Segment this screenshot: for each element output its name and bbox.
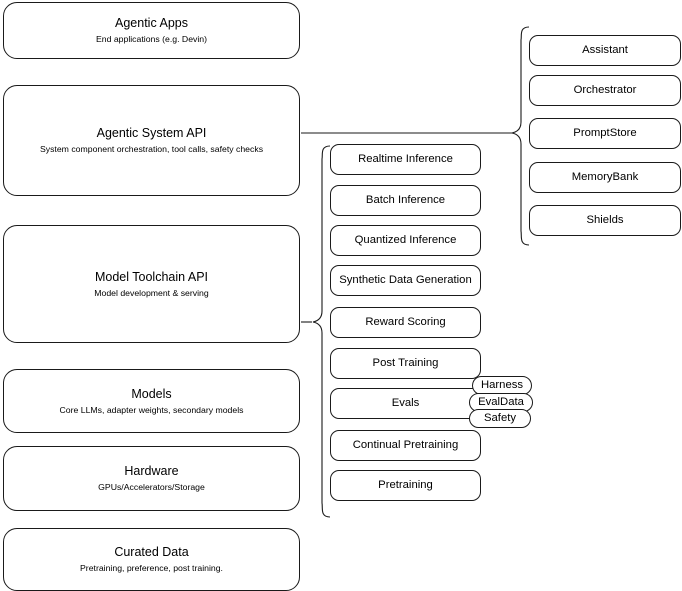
layer-subtitle: GPUs/Accelerators/Storage <box>98 482 205 492</box>
layer-box-model-toolchain-api[interactable]: Model Toolchain API Model development & … <box>3 225 300 343</box>
layer-subtitle: Model development & serving <box>94 287 209 298</box>
capability-box-continual-pretraining[interactable]: Continual Pretraining <box>330 430 481 461</box>
layer-box-agentic-apps[interactable]: Agentic Apps End applications (e.g. Devi… <box>3 2 300 59</box>
layer-title: Curated Data <box>114 545 189 559</box>
component-label: Assistant <box>582 44 628 56</box>
component-label: Orchestrator <box>573 84 637 96</box>
layer-box-models[interactable]: Models Core LLMs, adapter weights, secon… <box>3 369 300 433</box>
layer-title: Hardware <box>124 464 179 478</box>
evals-subcomponent-label: Harness <box>480 379 524 391</box>
component-box-shields[interactable]: Shields <box>529 205 681 236</box>
evals-subcomponent-safety[interactable]: Safety <box>469 409 531 428</box>
layer-box-agentic-system-api[interactable]: Agentic System API System component orch… <box>3 85 300 196</box>
layer-subtitle: Core LLMs, adapter weights, secondary mo… <box>59 404 244 415</box>
capability-box-post-training[interactable]: Post Training <box>330 348 481 379</box>
capability-box-quantized-inference[interactable]: Quantized Inference <box>330 225 481 256</box>
layer-box-curated-data[interactable]: Curated Data Pretraining, preference, po… <box>3 528 300 591</box>
layer-subtitle: Pretraining, preference, post training. <box>80 563 223 573</box>
component-label: Shields <box>586 214 624 226</box>
capability-box-evals[interactable]: Evals <box>330 388 481 419</box>
component-label: MemoryBank <box>571 171 639 183</box>
capability-label: Quantized Inference <box>354 234 457 246</box>
capability-label: Batch Inference <box>365 194 446 206</box>
capability-label: Post Training <box>372 357 439 369</box>
capability-label: Pretraining <box>378 479 433 491</box>
component-box-promptstore[interactable]: PromptStore <box>529 118 681 149</box>
capability-label: Continual Pretraining <box>352 439 459 451</box>
capability-box-pretraining[interactable]: Pretraining <box>330 470 481 501</box>
component-box-assistant[interactable]: Assistant <box>529 35 681 66</box>
capability-box-batch-inference[interactable]: Batch Inference <box>330 185 481 216</box>
evals-subcomponent-label: EvalData <box>478 396 524 408</box>
layer-title: Model Toolchain API <box>94 269 209 284</box>
capability-label: Reward Scoring <box>365 316 446 328</box>
capability-label: Synthetic Data Generation <box>339 274 472 286</box>
component-label: PromptStore <box>573 127 637 139</box>
layer-title: Models <box>131 386 172 401</box>
layer-title: Agentic Apps <box>115 16 188 30</box>
capability-box-synthetic-data-generation[interactable]: Synthetic Data Generation <box>330 265 481 296</box>
layer-box-hardware[interactable]: Hardware GPUs/Accelerators/Storage <box>3 446 300 511</box>
evals-subcomponent-label: Safety <box>483 412 517 424</box>
capability-box-realtime-inference[interactable]: Realtime Inference <box>330 144 481 175</box>
capability-label: Realtime Inference <box>358 153 453 165</box>
component-box-orchestrator[interactable]: Orchestrator <box>529 75 681 106</box>
component-box-memorybank[interactable]: MemoryBank <box>529 162 681 193</box>
layer-subtitle: End applications (e.g. Devin) <box>95 34 208 44</box>
capability-label: Evals <box>391 397 420 409</box>
layer-title: Agentic System API <box>96 126 207 140</box>
capability-box-reward-scoring[interactable]: Reward Scoring <box>330 307 481 338</box>
layer-subtitle: System component orchestration, tool cal… <box>39 144 264 154</box>
